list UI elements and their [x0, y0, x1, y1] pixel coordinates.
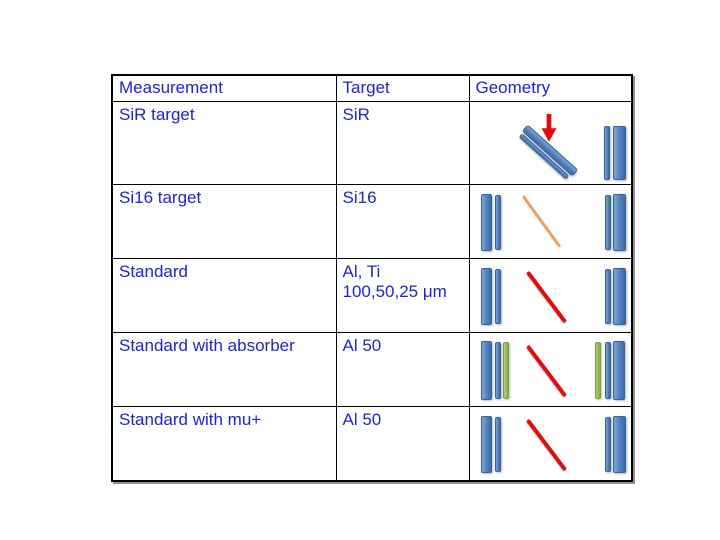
geometry-diagram-standard: [476, 262, 626, 329]
tan-beam-icon: [521, 194, 561, 248]
header-measurement: Measurement: [111, 74, 337, 102]
blue-bar-thin-icon: [494, 268, 501, 324]
cell-geometry: [468, 405, 633, 482]
blue-bar-thin-icon: [604, 341, 611, 399]
blue-bar-thick-icon: [480, 340, 492, 400]
measurement-table: Measurement Target Geometry SiR target S…: [111, 74, 633, 482]
cell-measurement: SiR target: [111, 100, 337, 185]
blue-bar-thick-icon: [612, 340, 625, 400]
blue-bar-thick-icon: [612, 125, 626, 180]
cell-geometry: [468, 257, 633, 333]
cell-geometry: [468, 331, 633, 407]
blue-bar-thick-icon: [612, 415, 626, 473]
cell-geometry: [468, 100, 633, 185]
cell-target: Al 50: [335, 331, 470, 407]
table-row: Standard with absorber Al 50: [111, 331, 633, 407]
blue-bar-thin-icon: [494, 416, 501, 472]
cell-target: Al 50: [335, 405, 470, 482]
cell-target: Si16: [335, 183, 470, 259]
cell-measurement: Standard with absorber: [111, 331, 337, 407]
blue-bar-thick-icon: [612, 193, 626, 251]
geometry-diagram-si16: [476, 188, 626, 255]
cell-geometry: [468, 183, 633, 259]
blue-bar-thick-icon: [480, 415, 492, 473]
blue-bar-thin-icon: [494, 194, 501, 250]
blue-bar-thin-icon: [604, 268, 611, 324]
table-row: Standard with mu+ Al 50: [111, 405, 633, 482]
geometry-diagram-absorber: [476, 336, 626, 403]
blue-bar-thin-icon: [604, 194, 611, 250]
header-target: Target: [335, 74, 470, 102]
blue-bar-thin-icon: [494, 341, 501, 399]
red-down-arrow-icon: [541, 113, 557, 142]
green-bar-icon: [594, 341, 601, 399]
blue-bar-thick-icon: [480, 193, 492, 251]
red-beam-icon: [525, 418, 567, 472]
table-header-row: Measurement Target Geometry: [111, 74, 633, 102]
geometry-diagram-muplus: [476, 410, 626, 477]
red-beam-icon: [525, 344, 567, 398]
table-row: SiR target SiR: [111, 100, 633, 185]
cell-target: SiR: [335, 100, 470, 185]
header-geometry: Geometry: [468, 74, 633, 102]
green-bar-icon: [502, 341, 509, 399]
blue-bar-thin-icon: [604, 416, 611, 472]
blue-bar-thick-icon: [612, 267, 626, 325]
blue-bar-thick-icon: [480, 267, 492, 325]
geometry-diagram-sir: [476, 105, 626, 181]
blue-bar-thin-icon: [603, 125, 610, 180]
cell-measurement: Standard with mu+: [111, 405, 337, 482]
red-beam-icon: [525, 270, 567, 324]
cell-measurement: Standard: [111, 257, 337, 333]
table-row: Si16 target Si16: [111, 183, 633, 259]
table-row: Standard Al, Ti 100,50,25 μm: [111, 257, 633, 333]
cell-measurement: Si16 target: [111, 183, 337, 259]
cell-target: Al, Ti 100,50,25 μm: [335, 257, 470, 333]
